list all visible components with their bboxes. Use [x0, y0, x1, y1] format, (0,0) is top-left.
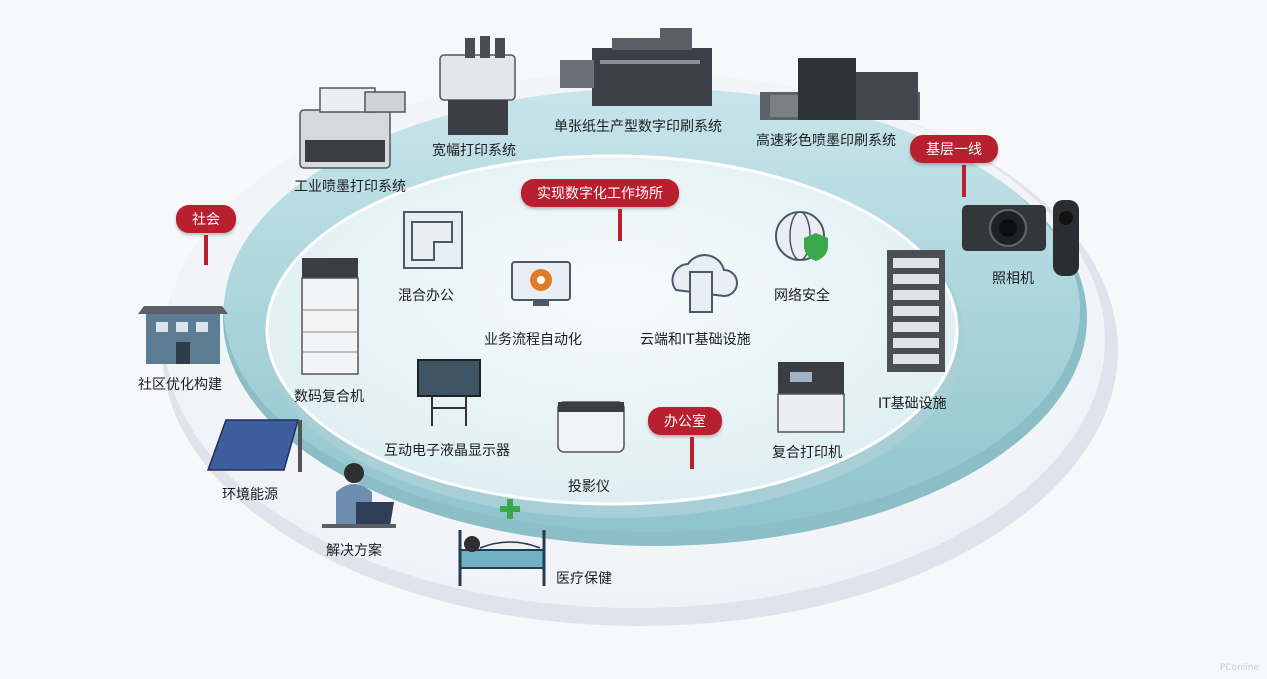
camera-icon	[962, 200, 1079, 276]
multifunction-printer-icon	[777, 362, 845, 433]
label-display: 互动电子液晶显示器	[384, 443, 510, 459]
label-network-security: 网络安全	[774, 288, 830, 304]
label-community: 社区优化构建	[138, 377, 222, 393]
inner-ring	[265, 154, 965, 518]
building-icon	[138, 306, 228, 364]
interactive-display-icon	[417, 359, 481, 426]
person-laptop-icon	[322, 463, 396, 528]
digital-mfp-icon	[301, 258, 359, 375]
label-hybrid-office: 混合办公	[398, 288, 454, 304]
tag-office: 办公室	[648, 407, 722, 435]
label-energy: 环境能源	[222, 487, 278, 503]
automation-gear-icon	[511, 261, 571, 306]
inkjet-press-icon	[760, 58, 920, 120]
tag-office-pin	[690, 437, 694, 469]
tag-society: 社会	[176, 205, 236, 233]
label-wide-format: 宽幅打印系统	[432, 143, 516, 159]
label-industrial-inkjet: 工业喷墨打印系统	[294, 179, 406, 195]
projector-icon	[557, 401, 625, 453]
wide-format-printer-icon	[439, 36, 516, 135]
label-mfp: 数码复合机	[294, 389, 364, 405]
solar-panel-icon	[206, 419, 302, 472]
tag-frontline-pin	[962, 165, 966, 197]
tag-society-pin	[204, 235, 208, 265]
watermark: PConline	[1219, 663, 1259, 673]
label-camera: 照相机	[992, 271, 1034, 287]
industrial-inkjet-printer-icon	[299, 87, 406, 169]
label-inkjet-press: 高速彩色喷墨印刷系统	[756, 133, 896, 149]
tag-workplace: 实现数字化工作场所	[521, 179, 679, 207]
label-projector: 投影仪	[568, 479, 610, 495]
label-solutions: 解决方案	[326, 543, 382, 559]
cutsheet-press-icon	[560, 28, 712, 106]
label-cutsheet-press: 单张纸生产型数字印刷系统	[554, 119, 722, 135]
label-healthcare: 医疗保健	[556, 571, 612, 587]
tag-frontline: 基层一线	[910, 135, 998, 163]
floor-plan-icon	[403, 211, 463, 269]
hospital-bed-icon	[458, 499, 546, 586]
globe-shield-icon	[775, 211, 828, 261]
label-it-infra: IT基础设施	[878, 396, 947, 412]
label-bpa: 业务流程自动化	[484, 332, 582, 348]
label-mf-printer: 复合打印机	[772, 445, 842, 461]
cloud-server-icon	[671, 254, 738, 313]
label-cloud-it: 云端和IT基础设施	[640, 332, 751, 348]
server-rack-icon	[887, 250, 945, 372]
tag-workplace-pin	[618, 209, 622, 241]
